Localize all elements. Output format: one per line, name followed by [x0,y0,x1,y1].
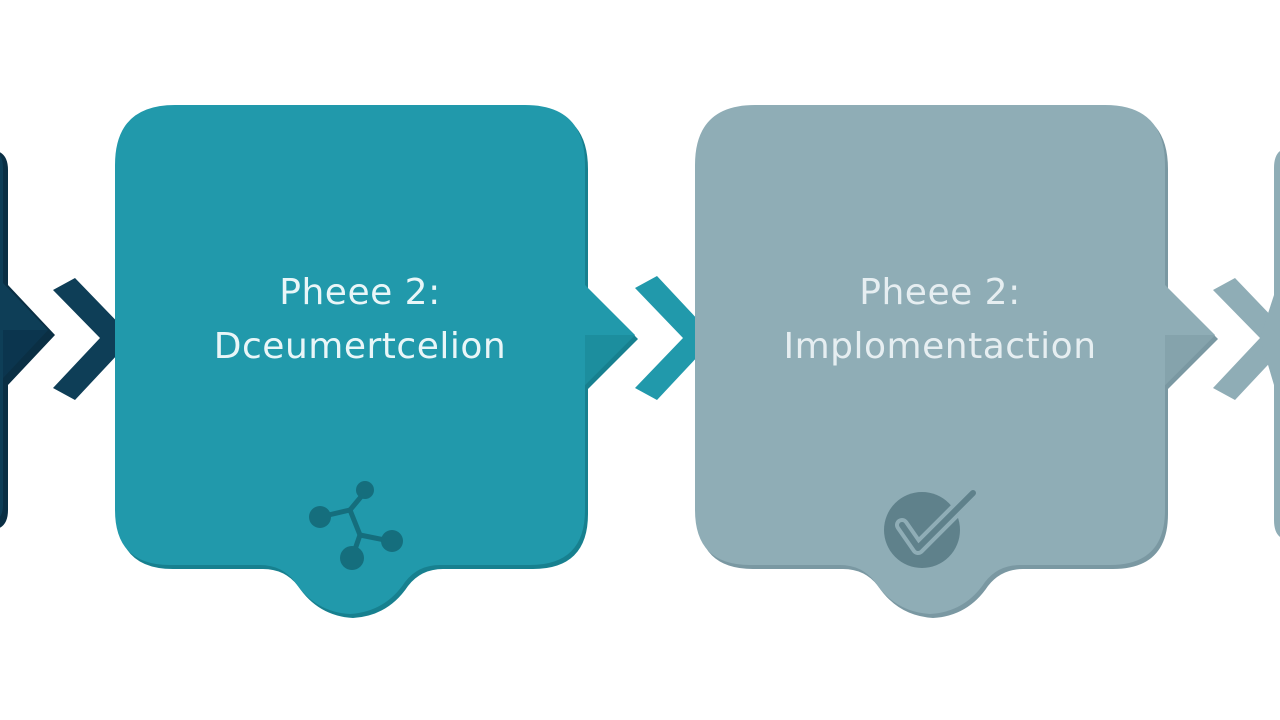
step-subtitle: Dceumertcelion [213,326,507,367]
step-label-implementation: Pheee 2: Implomentaction [690,266,1190,374]
step-label-documentation: Pheee 2: Dceumertcelion [115,266,605,374]
step-title: Pheee 2: [859,272,1021,313]
step-subtitle: Implomentaction [783,326,1097,367]
step-card-phase-1-partial [0,152,55,528]
checkmark-badge-icon [884,486,980,568]
chevron-right-icon [635,276,715,400]
network-nodes-icon [309,481,403,570]
step-card-phase-next-partial [1260,151,1280,537]
step-card-phase-2-implementation [695,105,1218,618]
chevron-right-icon [53,278,133,400]
chevron-right-icon [1213,278,1280,400]
step-card-phase-2-documentation [115,105,638,618]
step-title: Pheee 2: [279,272,441,313]
